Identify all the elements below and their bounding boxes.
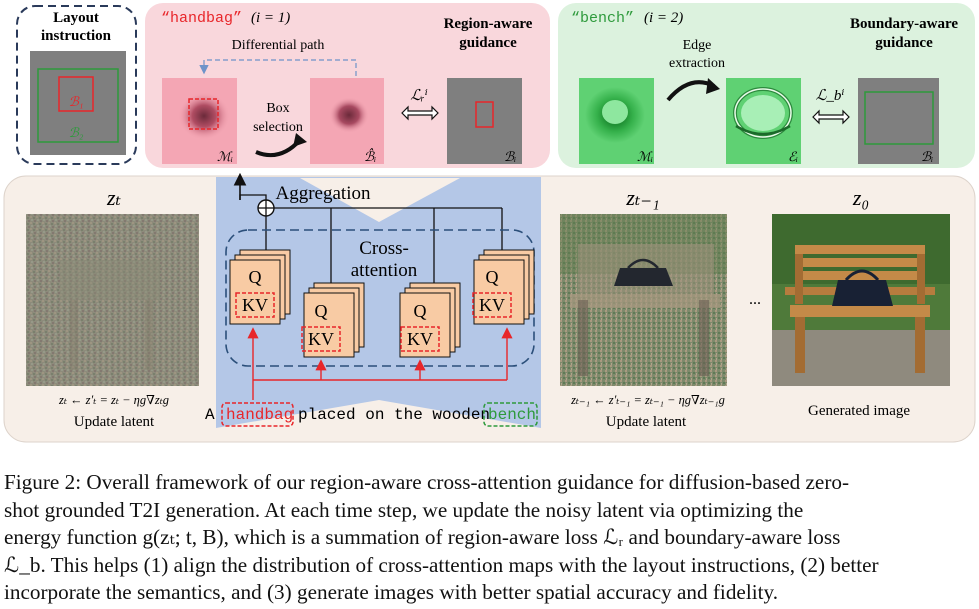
boundary-aware-title-line1: Boundary-aware [850, 16, 958, 32]
z0-label: z₀ [852, 185, 869, 210]
region-loss-label: ℒᵣⁱ [410, 88, 428, 104]
handbag-token: “handbag” [161, 10, 242, 27]
region-aware-title-line1: Region-aware [444, 16, 533, 32]
generated-image-label: Generated image [808, 403, 910, 419]
zt-label: zₜ [106, 185, 122, 210]
update-eq-right: zₜ₋₁ ← z′ₜ₋₁ = zₜ₋₁ − ηg∇zₜ₋₁g [570, 393, 725, 407]
caption-line-3: energy function g(zₜ; t, B), which is a … [4, 525, 841, 550]
layout-box-2-label: ℬ₂ [69, 125, 84, 140]
q-label: Q [315, 301, 328, 321]
map-e-label: ℰᵢ [788, 149, 798, 164]
latent-zt1 [560, 214, 727, 386]
update-latent-right: Update latent [606, 414, 687, 430]
cross-attention-line2: attention [351, 260, 418, 281]
kv-label: KV [407, 329, 433, 349]
region-loss-arrow [401, 105, 439, 121]
edge-extraction-line2: extraction [669, 56, 725, 71]
aggregation-label: Aggregation [276, 183, 371, 204]
caption-line-4: ℒ_b. This helps (1) align the distributi… [4, 552, 879, 577]
bench-index: (i = 2) [644, 10, 683, 26]
text-condition-lines [247, 327, 513, 400]
prompt-handbag: handbag [226, 406, 293, 424]
region-aware-panel: “handbag” (i = 1) Region-aware guidance … [145, 3, 550, 168]
prompt-handbag-box [221, 402, 294, 427]
differential-path-label: Differential path [232, 38, 325, 53]
update-eq-left: zₜ ← z′ₜ = zₜ − ηg∇zₜg [58, 393, 169, 407]
layout-box-2 [37, 68, 119, 143]
kv-label: KV [308, 329, 334, 349]
caption-line-1: Figure 2: Overall framework of our regio… [4, 470, 850, 494]
q-label: Q [249, 267, 262, 287]
caption-line-5: incorporate the semantics, and (3) gener… [4, 580, 778, 605]
edge-extraction-line1: Edge [683, 38, 712, 53]
map-m-label: ℳᵢ [217, 149, 233, 164]
noisy-latent-zt [26, 214, 199, 386]
q-label: Q [486, 267, 499, 287]
prompt-a: A [205, 406, 215, 424]
map-bhat-label: ℬ̂ᵢ [364, 148, 376, 164]
kv-label: KV [479, 295, 505, 315]
zt1-label: zₜ₋₁ [625, 185, 659, 210]
generated-image [772, 214, 950, 386]
boundary-loss-arrow [812, 109, 850, 125]
q-label: Q [414, 301, 427, 321]
boundary-aware-title-line2: guidance [875, 35, 933, 51]
differential-path-arrow [199, 59, 357, 76]
layout-map-b [447, 78, 522, 164]
framework-figure: Layout instruction ℬ₁ ℬ₂ “handbag” (i = … [3, 3, 976, 443]
boundary-loss-label: ℒ_bⁱ [816, 88, 845, 104]
region-aware-title-line2: guidance [459, 35, 517, 51]
caption-line-2: shot grounded T2I generation. At each ti… [4, 497, 804, 522]
layout-box-1-label: ℬ₁ [69, 94, 84, 109]
box-selection-line1: Box [266, 101, 289, 116]
layout-title-line2: instruction [41, 28, 112, 44]
qkv-stack-3: Q KV [399, 282, 461, 358]
attention-map-m-box [188, 98, 219, 130]
boundary-aware-panel: “bench” (i = 2) Boundary-aware guidance … [558, 3, 975, 168]
qkv-stack-2: Q KV [301, 282, 365, 358]
map-b-label: ℬᵢ [504, 149, 516, 164]
qkv-stack-4: Q KV [472, 249, 535, 325]
bench-token: “bench” [571, 10, 634, 27]
ellipsis: ... [749, 291, 761, 308]
prompt-bench: bench [488, 406, 536, 424]
box-selection-line2: selection [253, 120, 303, 135]
qkv-stack-1: Q KV [229, 249, 291, 325]
bench-map-m-label: ℳᵢ [637, 149, 653, 164]
layout-instruction-panel: Layout instruction ℬ₁ ℬ₂ [16, 5, 137, 165]
figure-caption: Figure 2: Overall framework of our regio… [4, 469, 974, 607]
layout-title-line1: Layout [53, 10, 99, 26]
kv-label: KV [242, 295, 268, 315]
prompt-middle: placed on the wooden [298, 406, 490, 424]
handbag-index: (i = 1) [251, 10, 290, 26]
cross-attention-line1: Cross- [359, 238, 409, 259]
bench-map-b-label: ℬᵢ [921, 149, 933, 164]
update-latent-left: Update latent [74, 414, 155, 430]
layout-box-1 [58, 76, 94, 112]
